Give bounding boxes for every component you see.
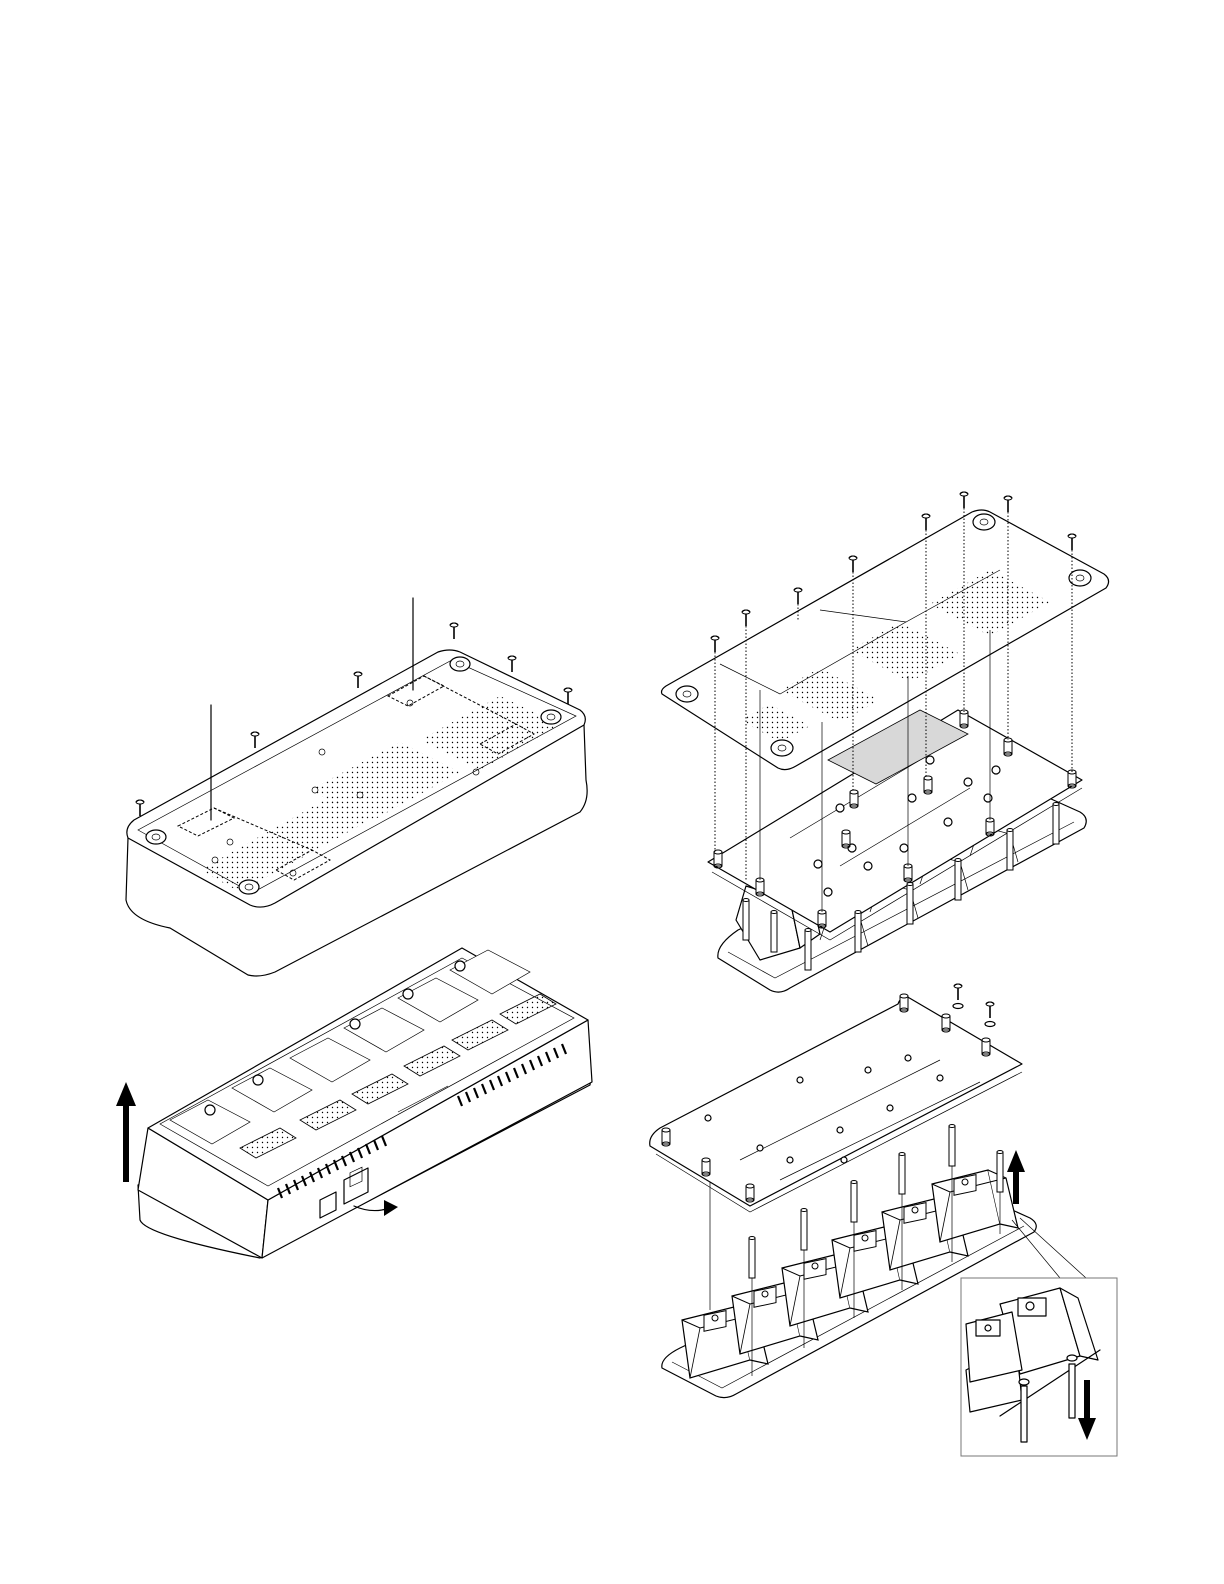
- figure-case-lift-off: [116, 948, 592, 1258]
- figure-bottom-plate-exploded: [662, 492, 1109, 992]
- figure-detail-inset: [961, 1278, 1117, 1456]
- figure-bottom-case-screws: [126, 598, 587, 976]
